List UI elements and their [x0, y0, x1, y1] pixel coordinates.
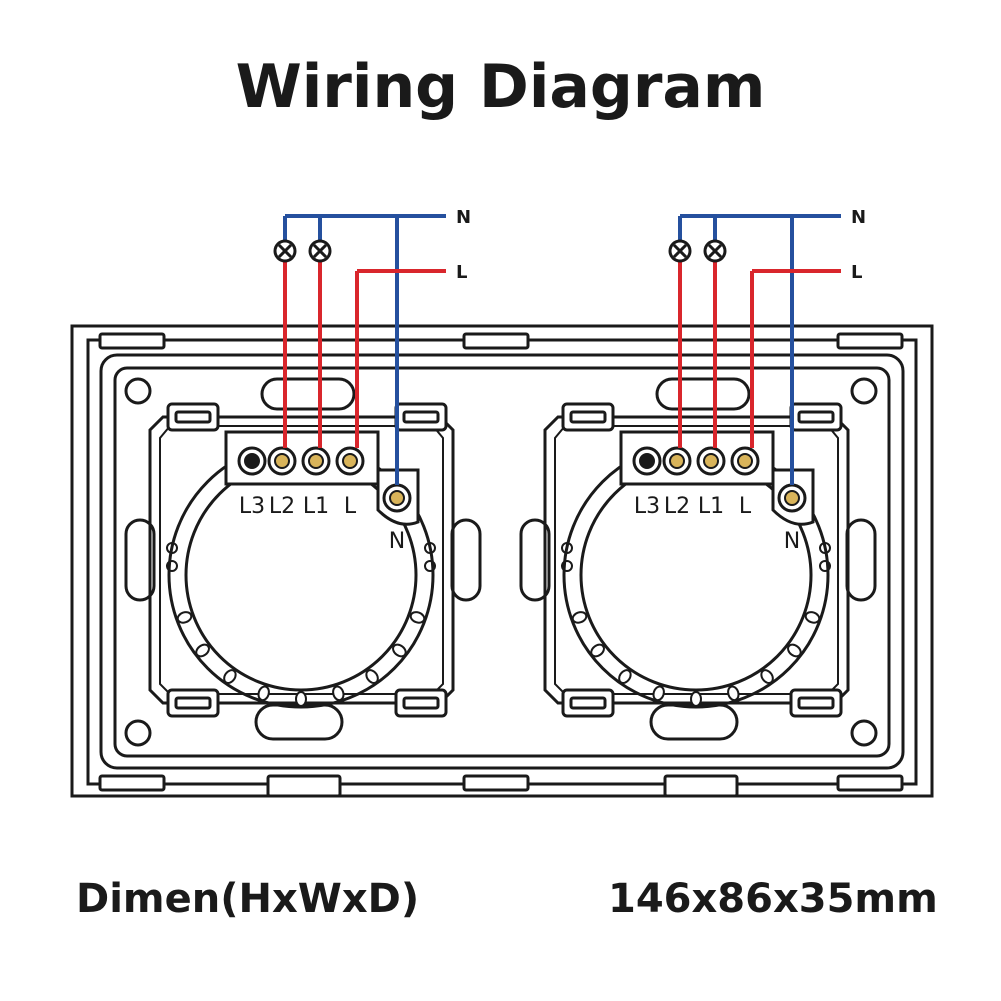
mounting-slot	[254, 703, 344, 741]
lamp-cross	[277, 243, 293, 259]
module-cradle	[543, 415, 850, 705]
mounting-slot	[649, 703, 739, 741]
side-nub	[166, 560, 178, 572]
frame-clip	[462, 332, 530, 350]
cradle-clip-slot	[569, 696, 607, 710]
module-tooth	[760, 669, 774, 685]
terminal-label: L	[739, 494, 752, 519]
module-tooth	[804, 611, 821, 624]
cradle-clip-slot	[569, 410, 607, 424]
live-supply-label: L	[851, 262, 862, 283]
frame-clip	[98, 332, 166, 350]
module-tooth	[618, 669, 632, 685]
cradle-clip-slot	[402, 410, 440, 424]
terminal-screw-head	[244, 453, 260, 469]
frame-clip	[98, 774, 166, 792]
mounting-hole	[124, 719, 152, 747]
cradle-clip-slot	[797, 410, 835, 424]
mounting-slot	[450, 518, 482, 602]
frame-tab	[663, 774, 739, 798]
frame-tab	[266, 774, 342, 798]
terminal-screw-head	[639, 453, 655, 469]
wiring	[283, 214, 446, 485]
cradle-clip-slot	[797, 696, 835, 710]
dimensions-value: 146x86x35mm	[608, 876, 938, 922]
terminal-screw-head	[669, 453, 685, 469]
side-nub	[819, 560, 831, 572]
terminal-screw-head	[308, 453, 324, 469]
mounting-slot	[260, 377, 356, 411]
module-tooth	[787, 643, 802, 658]
cradle-clip-slot	[174, 696, 212, 710]
cradle-clip-slot	[402, 696, 440, 710]
terminal-screw-head	[274, 453, 290, 469]
module-tooth	[295, 691, 307, 707]
mounting-hole	[850, 719, 878, 747]
frame-clip	[836, 332, 904, 350]
side-nub	[561, 560, 573, 572]
module-tooth	[409, 611, 426, 624]
lamp-cross	[672, 243, 688, 259]
mounting-slot	[519, 518, 551, 602]
neutral-terminal-screw-head	[784, 490, 800, 506]
module-tooth	[571, 611, 588, 624]
terminal-label: L1	[698, 494, 724, 519]
module-cradle-inner	[554, 425, 839, 695]
cradle-clip-slot	[174, 410, 212, 424]
switch-frame	[70, 324, 934, 798]
module-tooth	[392, 643, 407, 658]
neutral-terminal-label: N	[389, 529, 405, 554]
terminal-label: L2	[664, 494, 690, 519]
lamp-cross	[312, 243, 328, 259]
neutral-terminal-label: N	[784, 529, 800, 554]
terminal-label: L1	[303, 494, 329, 519]
module-tooth	[690, 691, 702, 707]
terminal-label: L3	[634, 494, 660, 519]
module-tooth	[727, 685, 740, 702]
module-tooth	[195, 643, 210, 658]
frame-clip	[836, 774, 904, 792]
terminal-screw-head	[703, 453, 719, 469]
module-tooth	[176, 611, 193, 624]
module-tooth	[223, 669, 237, 685]
neutral-supply-label: N	[456, 207, 471, 228]
side-nub	[424, 560, 436, 572]
mounting-slot	[655, 377, 751, 411]
module-cradle	[148, 415, 455, 705]
mounting-slot	[845, 518, 877, 602]
mounting-hole	[850, 377, 878, 405]
terminal-label: L	[344, 494, 357, 519]
lamp-cross	[707, 243, 723, 259]
live-supply-label: L	[456, 262, 467, 283]
page-title: Wiring Diagram	[235, 52, 766, 122]
module-tooth	[257, 685, 270, 702]
mounting-slot	[124, 518, 156, 602]
wiring	[678, 214, 841, 485]
dimensions-label: Dimen(HxWxD)	[76, 876, 420, 922]
terminal-label: L3	[239, 494, 265, 519]
outer-frame	[70, 324, 934, 798]
frame-clip	[462, 774, 530, 792]
module-tooth	[590, 643, 605, 658]
neutral-supply-label: N	[851, 207, 866, 228]
backplate	[99, 353, 905, 770]
module-tooth	[365, 669, 379, 685]
terminal-screw-head	[737, 453, 753, 469]
module-cradle-inner	[159, 425, 444, 695]
backplate-inner	[113, 366, 891, 758]
terminal-screw-head	[342, 453, 358, 469]
mounting-hole	[124, 377, 152, 405]
module-tooth	[652, 685, 665, 702]
neutral-terminal-screw-head	[389, 490, 405, 506]
terminal-label: L2	[269, 494, 295, 519]
module-tooth	[332, 685, 345, 702]
